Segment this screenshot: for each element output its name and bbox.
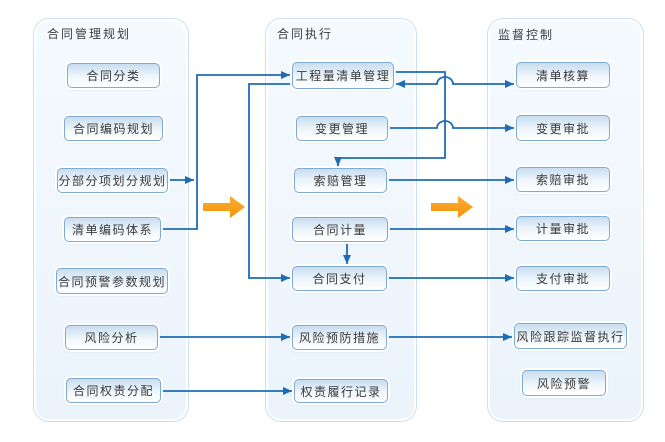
box-subdivision-plan: 分部分项划分规划 xyxy=(57,168,168,193)
box-contract-warning-params: 合同预警参数规划 xyxy=(56,268,168,294)
box-risk-analysis: 风险分析 xyxy=(65,325,158,350)
box-claim-approval: 索赔审批 xyxy=(516,167,610,192)
box-list-coding-system: 清单编码体系 xyxy=(64,217,161,242)
stage-title-supervision-control: 监督控制 xyxy=(498,28,555,42)
box-list-accounting: 清单核算 xyxy=(516,62,610,88)
box-risk-tracking-supervision: 风险跟踪监督执行 xyxy=(514,323,627,349)
stage-title-contract-planning: 合同管理规划 xyxy=(47,27,132,41)
box-risk-prevention: 风险预防措施 xyxy=(292,325,387,350)
box-responsibility-allocation: 合同权责分配 xyxy=(66,378,161,403)
box-responsibility-record: 权责履行记录 xyxy=(294,379,388,403)
box-contract-classification: 合同分类 xyxy=(67,63,160,88)
stage-title-contract-execution: 合同执行 xyxy=(277,27,334,41)
box-risk-warning: 风险预警 xyxy=(522,370,606,396)
box-change-management: 变更管理 xyxy=(296,116,388,141)
box-boq-management: 工程量清单管理 xyxy=(292,62,394,89)
box-payment-approval: 支付审批 xyxy=(516,266,610,291)
stage-flow-arrow-icon xyxy=(203,196,245,218)
stage-flow-arrow-icon xyxy=(431,196,473,218)
box-change-approval: 变更审批 xyxy=(516,115,610,141)
box-claim-management: 索赔管理 xyxy=(294,168,387,193)
box-contract-measurement: 合同计量 xyxy=(292,217,388,242)
box-contract-coding-plan: 合同编码规划 xyxy=(64,116,163,141)
box-measurement-approval: 计量审批 xyxy=(516,216,610,241)
box-contract-payment: 合同支付 xyxy=(292,266,387,291)
